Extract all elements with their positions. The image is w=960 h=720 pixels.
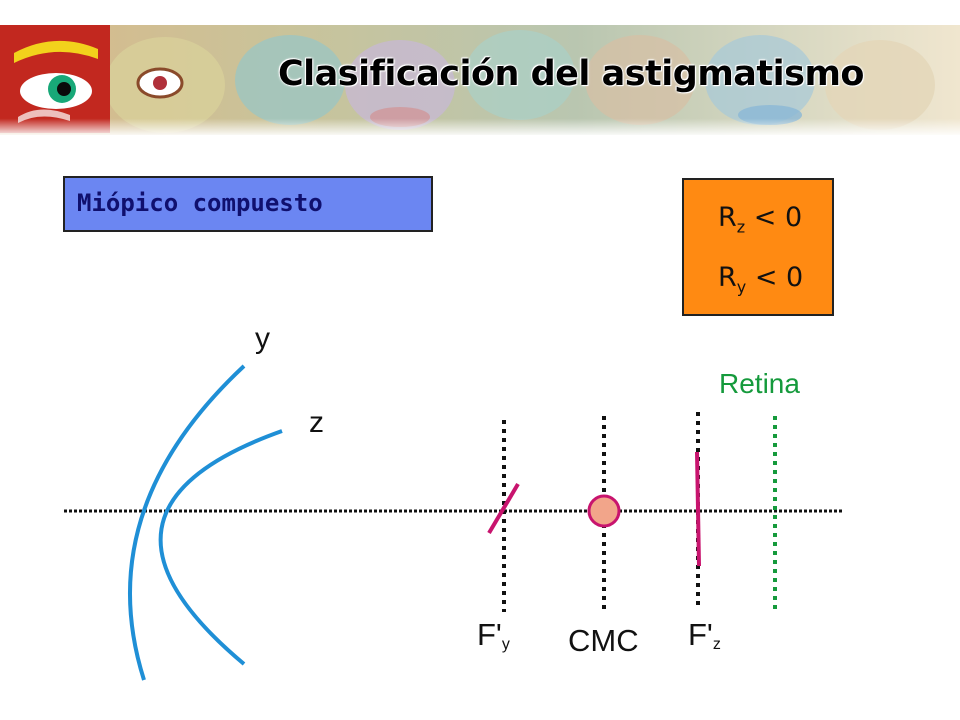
astigmatism-type-label: Miópico compuesto	[77, 189, 323, 217]
condition-ry-base: R	[718, 262, 737, 293]
condition-rz-rel: < 0	[745, 202, 803, 233]
focal-line-y	[487, 482, 520, 535]
astigmatism-type-box: Miópico compuesto	[63, 176, 433, 232]
condition-rz: Rz < 0	[718, 202, 802, 236]
condition-ry-sub: y	[736, 277, 747, 297]
optics-diagram: y z Retina CMC F'y F'z	[64, 322, 842, 681]
label-focal-z: F'z	[688, 617, 721, 653]
page-title: Clasificación del astigmatismo	[278, 54, 864, 94]
condition-ry: Ry < 0	[718, 262, 803, 296]
label-retina: Retina	[719, 368, 800, 399]
label-z: z	[309, 406, 324, 439]
label-y: y	[255, 322, 270, 355]
meridian-z-arc	[158, 429, 283, 666]
condition-ry-rel: < 0	[746, 262, 804, 293]
label-cmc: CMC	[568, 623, 639, 658]
focal-line-z	[695, 451, 701, 567]
condition-rz-sub: z	[736, 217, 746, 237]
cmc-circle	[587, 494, 621, 528]
condition-rz-base: R	[718, 202, 737, 233]
conditions-box: Rz < 0 Ry < 0	[682, 178, 834, 316]
label-focal-y: F'y	[477, 617, 510, 653]
banner-artwork	[0, 25, 960, 135]
meridian-y-arc	[128, 364, 246, 681]
header-banner	[0, 25, 960, 135]
